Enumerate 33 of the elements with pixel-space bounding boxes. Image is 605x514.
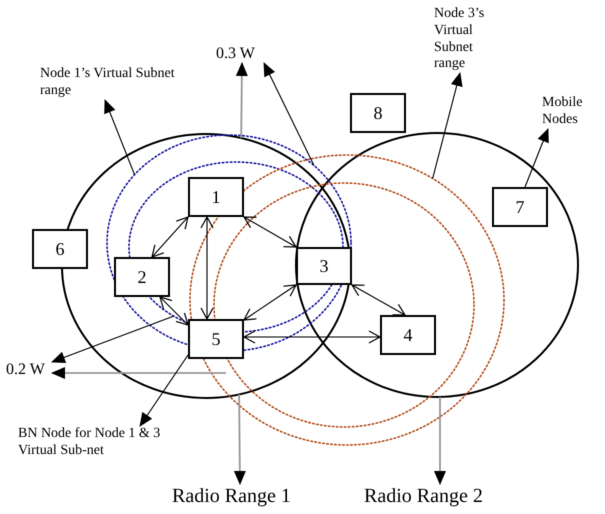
radio-range-label: Radio Range 1 bbox=[172, 484, 302, 508]
arrow bbox=[104, 99, 136, 175]
node-box: 7 bbox=[492, 187, 548, 227]
node-box: 1 bbox=[188, 177, 244, 217]
node-box: 2 bbox=[114, 257, 170, 297]
arrow bbox=[243, 216, 297, 248]
arrow bbox=[432, 72, 463, 179]
power-label: 0.2 W bbox=[6, 360, 52, 380]
arrow bbox=[243, 330, 381, 344]
arrow bbox=[234, 394, 246, 485]
arrow bbox=[151, 216, 189, 258]
arrow bbox=[200, 216, 214, 320]
radio-range-label: Radio Range 2 bbox=[364, 484, 494, 508]
arrow bbox=[264, 62, 314, 166]
arrow bbox=[524, 128, 549, 188]
power-label: 0.3 W bbox=[216, 44, 276, 64]
arrow bbox=[139, 354, 188, 427]
arrow bbox=[434, 396, 446, 485]
node-box: 3 bbox=[296, 247, 352, 285]
arrow bbox=[351, 284, 406, 316]
arrow bbox=[159, 296, 189, 326]
arrow bbox=[51, 367, 226, 379]
node-box: 8 bbox=[350, 93, 406, 133]
arrow bbox=[243, 284, 297, 321]
mobile-nodes-label: Mobile Nodes bbox=[542, 95, 604, 129]
bn-node-label: BN Node for Node 1 & 3 Virtual Sub-net bbox=[18, 426, 168, 460]
node-box: 4 bbox=[380, 315, 436, 355]
arrow bbox=[236, 62, 248, 138]
arrow bbox=[51, 316, 174, 364]
subnet-range-label: Node 3’s Virtual Subnet range bbox=[434, 6, 504, 74]
node-box: 5 bbox=[188, 319, 244, 359]
node-box: 6 bbox=[32, 229, 88, 269]
subnet-range-label: Node 1’s Virtual Subnet range bbox=[40, 66, 190, 100]
